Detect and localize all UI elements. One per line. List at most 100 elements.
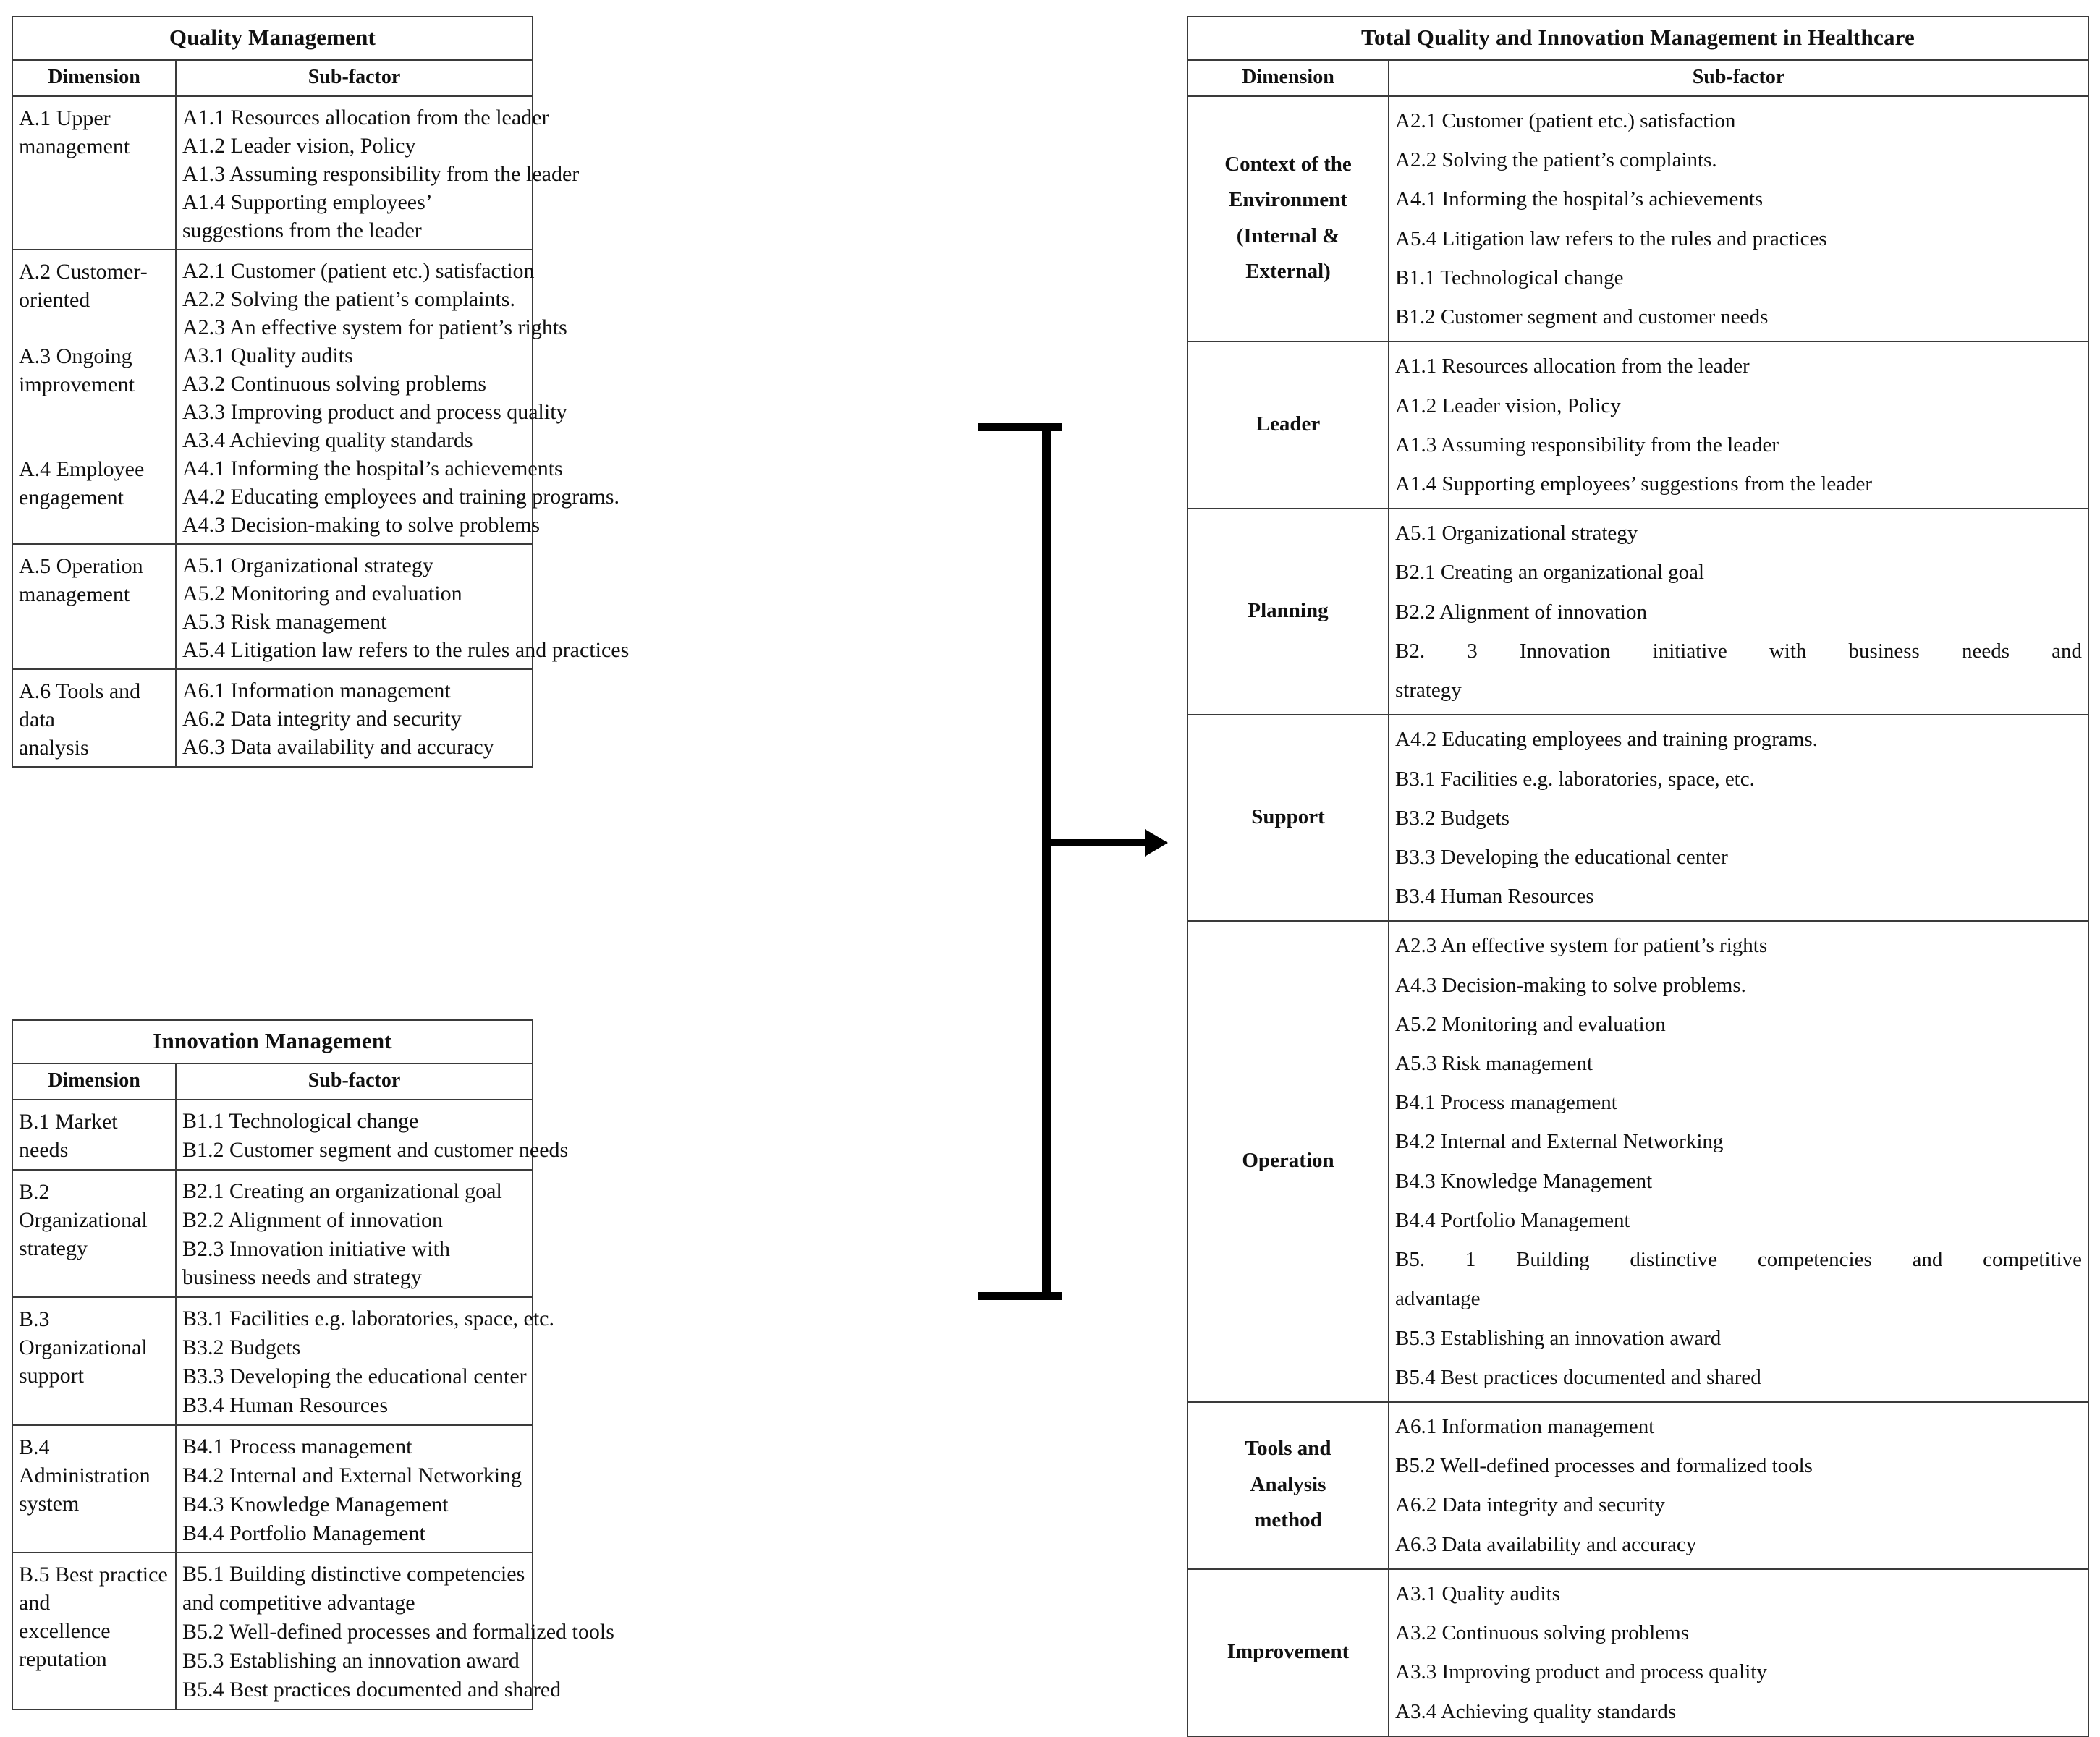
subfactor-cell: A4.2 Educating employees and training pr… xyxy=(1388,714,2089,922)
subfactor-line: A2.3 An effective system for patient’s r… xyxy=(1395,934,1768,958)
dimension-line: Improvement xyxy=(1227,1639,1350,1663)
subfactor-line: B4.3 Knowledge Management xyxy=(1395,1169,1653,1193)
subfactor-line: B3.3 Developing the educational center xyxy=(182,1364,527,1389)
subfactor-line: A1.3 Assuming responsibility from the le… xyxy=(182,162,580,186)
dimension-line: B.1 Market needs xyxy=(19,1110,118,1162)
subfactor-line: B2. 3 Innovation initiative with busines… xyxy=(1395,639,2082,663)
table-row: B.2 Organizational strategy B2.1 Creating … xyxy=(12,1168,534,1299)
subfactor-line: advantage xyxy=(1395,1287,1481,1311)
subfactor-line: A4.2 Educating employees and training pr… xyxy=(1395,728,1818,752)
dimension-line: A.6 Tools and data xyxy=(19,679,141,731)
dimension-line: improvement xyxy=(19,373,135,396)
dimension-line: management xyxy=(19,582,130,606)
subfactor-line: A3.3 Improving product and process quali… xyxy=(1395,1660,1767,1684)
dimension-cell: Improvement xyxy=(1187,1568,1389,1737)
dimension-line: B.2 Organizational xyxy=(19,1179,148,1232)
dimension-line xyxy=(19,314,169,342)
subfactor-line: A5.2 Monitoring and evaluation xyxy=(1395,1012,1666,1036)
subfactor-line: B1.1 Technological change xyxy=(1395,266,1624,289)
subfactor-line: A3.3 Improving product and process quali… xyxy=(182,400,567,424)
subfactor-line: A2.2 Solving the patient’s complaints. xyxy=(182,287,515,311)
subfactor-line: B2.1 Creating an organizational goal xyxy=(182,1178,502,1203)
arrow-head-icon xyxy=(1145,829,1168,857)
table-title-row: Quality Management xyxy=(11,16,534,61)
dimension-line: method xyxy=(1254,1508,1322,1532)
subfactor-line: A3.2 Continuous solving problems xyxy=(1395,1621,1690,1645)
subfactor-line: A2.1 Customer (patient etc.) satisfactio… xyxy=(1395,109,1736,132)
dimension-line: B.3 Organizational xyxy=(19,1307,148,1360)
subfactor-line: B1.2 Customer segment and customer needs xyxy=(182,1137,569,1162)
subfactor-line: B5.3 Establishing an innovation award xyxy=(1395,1326,1722,1350)
bracket-top-segment xyxy=(978,423,1062,431)
dimension-cell: B.1 Market needs xyxy=(12,1099,177,1171)
subfactor-line: B2.1 Creating an organizational goal xyxy=(1395,561,1705,585)
dimension-line: Support xyxy=(1251,805,1325,829)
table-row: Leader A1.1 Resources allocation from the… xyxy=(1187,341,2089,510)
table-header-row: Dimension Sub-factor xyxy=(1187,59,2089,97)
subfactor-cell: B5.1 Building distinctive competencies a… xyxy=(174,1552,614,1710)
subfactor-line: B4.1 Process management xyxy=(1395,1091,1617,1115)
subfactor-line: A6.1 Information management xyxy=(1395,1415,1655,1438)
subfactor-line: B4.4 Portfolio Management xyxy=(1395,1208,1630,1232)
header-subfactor: Sub-factor xyxy=(174,59,534,97)
dimension-line: Environment xyxy=(1229,188,1347,212)
quality-management-table: Quality Management Dimension Sub-factor … xyxy=(11,16,629,768)
dimension-line: A.5 Operation xyxy=(19,554,143,578)
subfactor-line: B3.2 Budgets xyxy=(1395,806,1510,830)
subfactor-line: B5.4 Best practices documented and share… xyxy=(182,1678,562,1702)
subfactor-line: A1.4 Supporting employees’ suggestions f… xyxy=(182,190,431,242)
subfactor-line: A6.2 Data integrity and security xyxy=(182,707,462,731)
dimension-line: strategy xyxy=(19,1236,88,1260)
subfactor-line: strategy xyxy=(1395,679,1462,702)
dimension-cell: B.2 Organizational strategy xyxy=(12,1168,177,1299)
subfactor-line: B2.2 Alignment of innovation xyxy=(182,1207,443,1232)
dimension-line: Context of the xyxy=(1224,153,1352,177)
dimension-line: engagement xyxy=(19,485,124,509)
dimension-line xyxy=(19,427,169,455)
table-row: Operation A2.3 An effective system for pa… xyxy=(1187,920,2089,1403)
total-quality-innovation-title: Total Quality and Innovation Management … xyxy=(1187,16,2089,61)
header-dimension: Dimension xyxy=(12,1063,177,1100)
subfactor-line: A4.2 Educating employees and training pr… xyxy=(182,485,620,509)
subfactor-line: A6.1 Information management xyxy=(182,679,451,702)
subfactor-line: B4.2 Internal and External Networking xyxy=(182,1463,522,1487)
table-title-row: Innovation Management xyxy=(11,1019,534,1064)
dimension-line: Planning xyxy=(1248,599,1329,623)
subfactor-line: A1.1 Resources allocation from the leade… xyxy=(1395,354,1750,378)
subfactor-line: B5.2 Well-defined processes and formaliz… xyxy=(1395,1454,1813,1478)
subfactor-cell: A2.1 Customer (patient etc.) satisfactio… xyxy=(174,249,620,545)
subfactor-line: A4.1 Informing the hospital’s achievemen… xyxy=(182,456,563,480)
subfactor-line: B5.2 Well-defined processes and formaliz… xyxy=(182,1620,614,1644)
quality-management-title: Quality Management xyxy=(11,16,534,61)
dimension-line: Operation xyxy=(1242,1149,1334,1173)
subfactor-line: A3.2 Continuous solving problems xyxy=(182,372,487,396)
subfactor-line: B3.3 Developing the educational center xyxy=(1395,845,1728,869)
dimension-line: Analysis xyxy=(1250,1472,1326,1496)
subfactor-cell: A1.1 Resources allocation from the leade… xyxy=(174,95,580,250)
innovation-management-body: Innovation Management Dimension Sub-fact… xyxy=(11,1019,614,1710)
subfactor-line: B2.2 Alignment of innovation xyxy=(1395,600,1647,624)
subfactor-line: A4.1 Informing the hospital’s achievemen… xyxy=(1395,187,1764,211)
dimension-line: (Internal & xyxy=(1236,224,1340,247)
dimension-line: External) xyxy=(1245,259,1331,283)
subfactor-line: A1.4 Supporting employees’ suggestions f… xyxy=(1395,472,1873,496)
subfactor-line: A4.3 Decision-making to solve problems xyxy=(182,513,541,537)
header-subfactor: Sub-factor xyxy=(174,1063,534,1100)
subfactor-line: A2.1 Customer (patient etc.) satisfactio… xyxy=(182,259,535,283)
subfactor-line: B2.3 Innovation initiative with business… xyxy=(182,1236,450,1290)
dimension-line: Leader xyxy=(1256,412,1321,436)
